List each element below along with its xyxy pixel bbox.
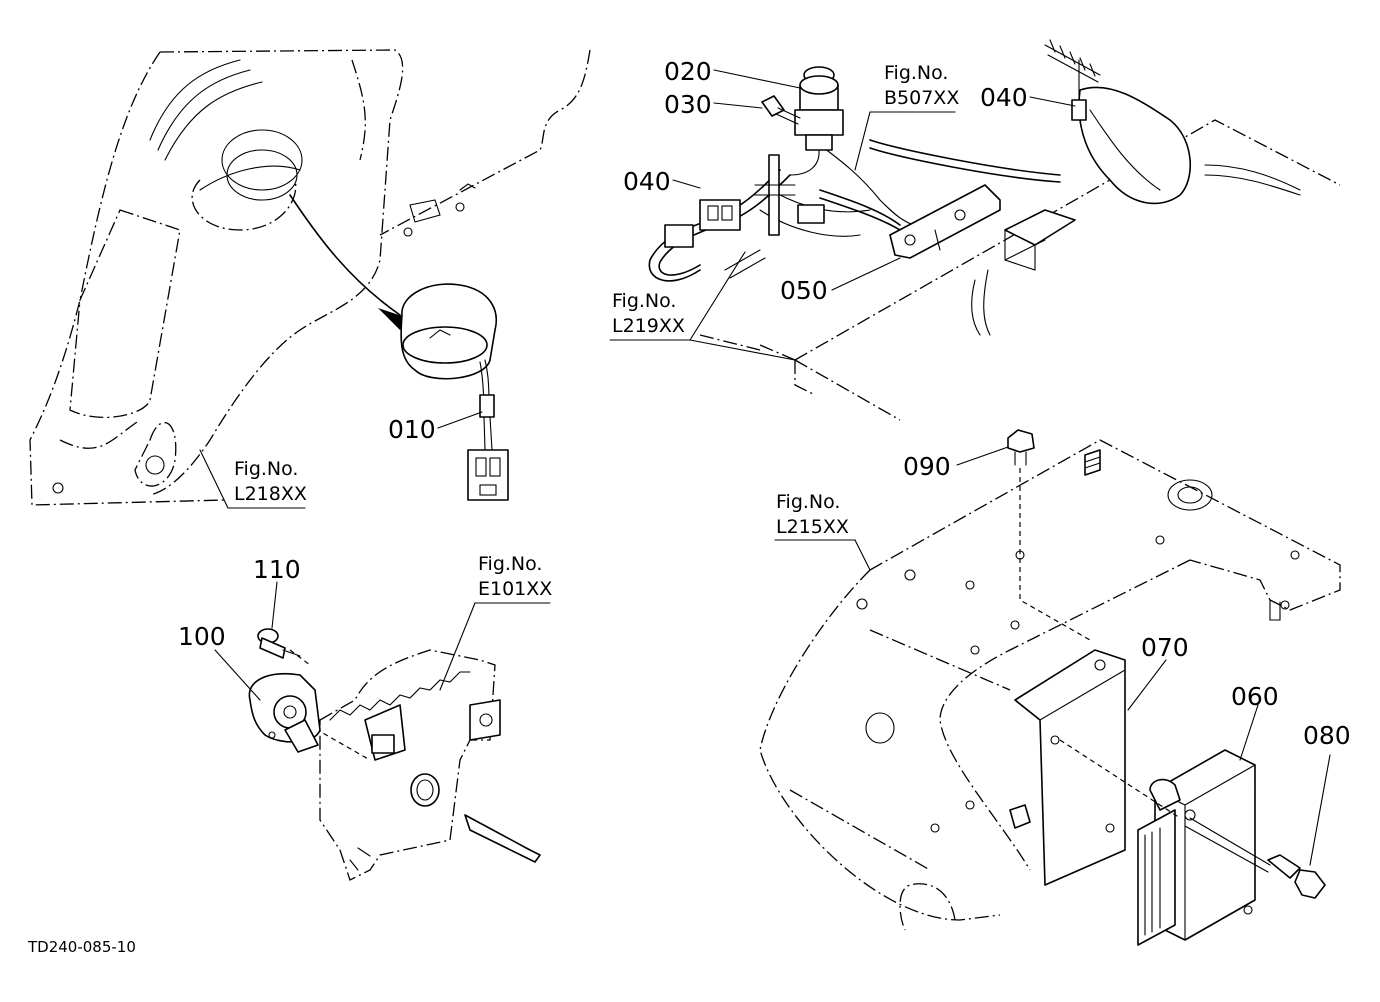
label-030: 030 (664, 90, 712, 119)
fig-label-b507: Fig.No. (884, 62, 948, 84)
frame-l218-housing (29, 49, 591, 506)
fig-ref-b507: B507XX (884, 87, 959, 109)
part-070-bracket (1014, 649, 1126, 886)
part-110-screw (257, 628, 301, 659)
part-100-sensor (248, 673, 321, 753)
fig-label-l219: Fig.No. (612, 290, 676, 312)
figure-references: Fig.No. B507XX Fig.No. L219XX Fig.No. L2… (234, 62, 959, 600)
leader-lines (199, 69, 1331, 866)
fig-ref-l215: L215XX (776, 516, 849, 538)
part-010-switch (289, 194, 509, 501)
label-080: 080 (1303, 721, 1351, 750)
label-110: 110 (253, 555, 301, 584)
fig-ref-l218: L218XX (234, 483, 307, 505)
frame-l219-panel (794, 119, 1341, 421)
fig-label-l218: Fig.No. (234, 458, 298, 480)
fig-ref-l219: L219XX (612, 315, 685, 337)
frame-l215-plate (759, 439, 1341, 931)
part-080-bolt (1059, 739, 1326, 899)
label-010: 010 (388, 415, 436, 444)
part-030-bolt (761, 95, 801, 125)
label-040-hose: 040 (980, 83, 1028, 112)
part-020-solenoid (789, 66, 844, 176)
label-050: 050 (780, 276, 828, 305)
diagram-code: TD240-085-10 (27, 938, 136, 956)
part-050-bracket (889, 184, 1001, 259)
label-020: 020 (664, 57, 712, 86)
label-090: 090 (903, 452, 951, 481)
part-040-hose-clamp (1044, 39, 1191, 205)
part-harness-assembly (648, 139, 1061, 361)
part-060-controller (1137, 749, 1256, 946)
label-100: 100 (178, 622, 226, 651)
fig-label-l215: Fig.No. (776, 491, 840, 513)
frame-e101-plate (289, 649, 541, 881)
label-060: 060 (1231, 682, 1279, 711)
part-090-bolt (1007, 429, 1091, 641)
fig-ref-e101: E101XX (478, 578, 552, 600)
part-labels: 010 020 030 040 040 050 060 070 080 090 … (178, 57, 1351, 750)
label-070: 070 (1141, 633, 1189, 662)
label-040-harness: 040 (623, 167, 671, 196)
fig-label-e101: Fig.No. (478, 553, 542, 575)
